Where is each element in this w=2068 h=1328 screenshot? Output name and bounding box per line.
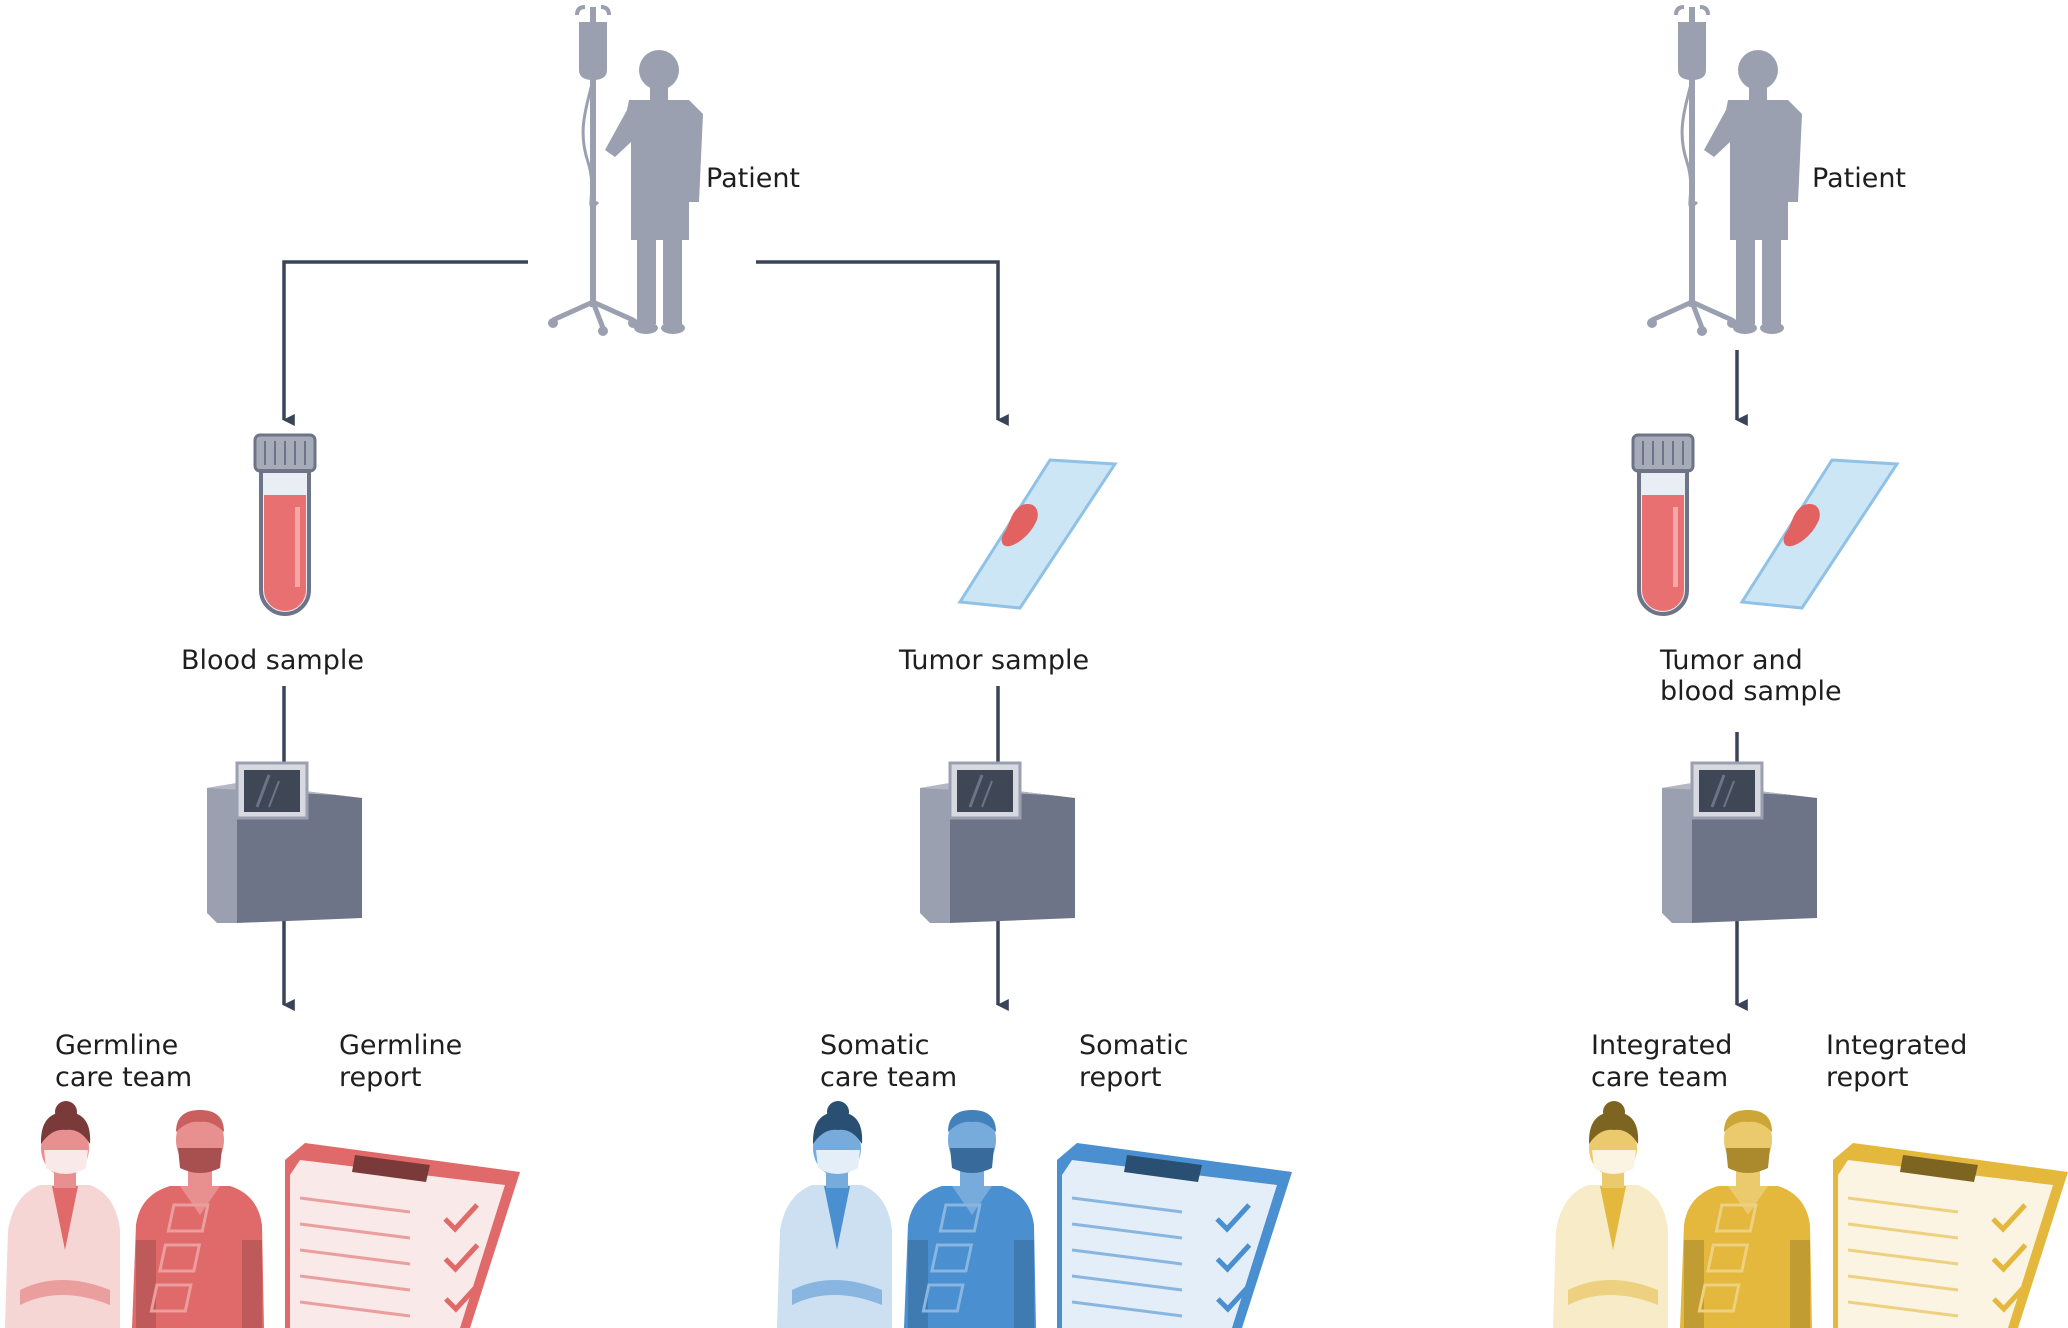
germline-report-label-line1: Germline	[339, 1030, 462, 1061]
tissue-slide-icon	[958, 458, 1117, 610]
arrow-down-icon	[282, 260, 528, 426]
integrated-report-label-line1: Integrated	[1826, 1030, 1967, 1061]
tumor-blood-label-line1: Tumor and	[1659, 645, 1803, 676]
germline-report-label-line2: report	[339, 1062, 421, 1093]
patient-label: Patient	[706, 163, 800, 194]
arrow-down-icon	[756, 260, 1009, 426]
clipboard-report-icon	[921, 1143, 1292, 1328]
germline-team-label-line2: care team	[55, 1062, 192, 1093]
blood-tube-icon	[253, 433, 317, 616]
nurse-icon	[904, 1110, 1036, 1328]
tumor-sample-label: Tumor sample	[898, 645, 1089, 676]
integrated-team-label-line2: care team	[1591, 1062, 1728, 1093]
patient-iv-icon	[1647, 7, 1802, 336]
somatic-report-label-line1: Somatic	[1079, 1030, 1188, 1061]
clipboard-report-icon	[149, 1143, 520, 1328]
sequencer-icon	[918, 761, 1077, 925]
somatic-team-label-line2: care team	[820, 1062, 957, 1093]
patient-iv-icon	[548, 7, 703, 336]
sequencer-icon	[205, 761, 364, 925]
doctor-icon	[1553, 1101, 1668, 1328]
doctor-icon	[777, 1101, 892, 1328]
care-teams	[5, 1101, 2068, 1328]
patient-label: Patient	[1812, 163, 1906, 194]
nurse-icon	[132, 1110, 264, 1328]
integrated-team-label-line1: Integrated	[1591, 1030, 1732, 1061]
clipboard-report-icon	[1697, 1143, 2068, 1328]
tissue-slide-icon	[1740, 458, 1899, 610]
doctor-icon	[5, 1101, 120, 1328]
tumor-blood-label-line2: blood sample	[1660, 676, 1842, 707]
somatic-team-label-line1: Somatic	[820, 1030, 929, 1061]
nurse-icon	[1680, 1110, 1812, 1328]
sequencer-icon	[1660, 761, 1819, 925]
blood-sample-label: Blood sample	[181, 645, 364, 676]
germline-team-label-line1: Germline	[55, 1030, 178, 1061]
integrated-report-label-line2: report	[1826, 1062, 1908, 1093]
somatic-report-label-line2: report	[1079, 1062, 1161, 1093]
blood-tube-icon	[1631, 433, 1695, 616]
